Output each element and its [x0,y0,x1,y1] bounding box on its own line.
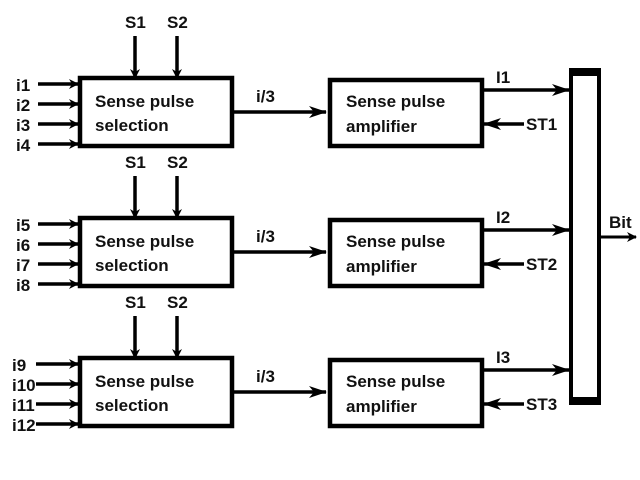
input-label: i4 [16,136,31,155]
selection-block-line1: Sense pulse [95,372,194,391]
input-label: i10 [12,376,36,395]
bit-output-label: Bit [609,213,632,232]
selection-block-line2: selection [95,396,169,415]
input-label: i6 [16,236,30,255]
amplifier-output-label: I2 [496,208,510,227]
strobe-label: ST1 [526,115,557,134]
select-signal-label: S1 [125,293,146,312]
link-label: i/3 [256,227,275,246]
select-signal-label: S2 [167,13,188,32]
input-label: i12 [12,416,36,435]
selection-block-line1: Sense pulse [95,92,194,111]
amplifier-output-label: I3 [496,348,510,367]
amplifier-block-line1: Sense pulse [346,372,445,391]
amplifier-block-line2: amplifier [346,397,417,416]
input-label: i3 [16,116,30,135]
sense-pulse-selection-block [77,215,235,289]
input-label: i1 [16,76,30,95]
input-label: i7 [16,256,30,275]
input-label: i9 [12,356,26,375]
combiner-block [569,69,601,405]
sense-pulse-selection-block [77,355,235,429]
selection-block-line2: selection [95,116,169,135]
select-signal-label: S2 [167,293,188,312]
combiner-top-cap [569,68,601,76]
input-label: i2 [16,96,30,115]
select-signal-label: S2 [167,153,188,172]
selection-block-line2: selection [95,256,169,275]
link-label: i/3 [256,87,275,106]
amplifier-output-label: I1 [496,68,510,87]
combiner-bottom-cap [569,397,601,405]
amplifier-block-line2: amplifier [346,117,417,136]
amplifier-block-line2: amplifier [346,257,417,276]
select-signal-label: S1 [125,13,146,32]
sense-pulse-amplifier-block [327,217,485,289]
link-label: i/3 [256,367,275,386]
input-label: i11 [12,396,35,415]
amplifier-block-line1: Sense pulse [346,92,445,111]
combiner-bus: Bit [569,68,637,405]
sense-pulse-amplifier-block [327,77,485,149]
selection-block-line1: Sense pulse [95,232,194,251]
amplifier-block-line1: Sense pulse [346,232,445,251]
strobe-label: ST2 [526,255,557,274]
sense-pulse-amplifier-block [327,357,485,429]
sense-pulse-selection-block [77,75,235,149]
input-label: i8 [16,276,30,295]
strobe-label: ST3 [526,395,557,414]
input-label: i5 [16,216,30,235]
select-signal-label: S1 [125,153,146,172]
